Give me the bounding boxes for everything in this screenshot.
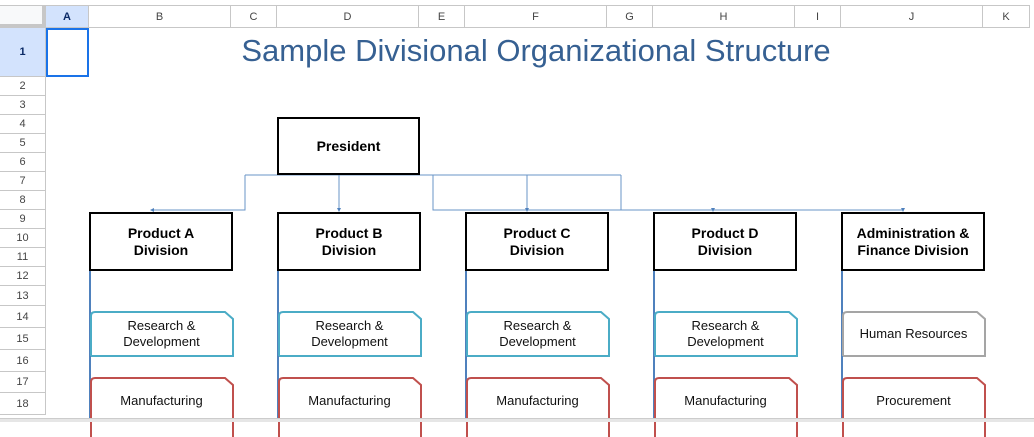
column-header-D[interactable]: D [277,5,419,28]
unit-box[interactable]: Manufacturing [278,377,422,437]
division-label: Product A [127,224,195,241]
column-header-J[interactable]: J [841,5,983,28]
row-header-11[interactable]: 11 [0,248,46,267]
column-header-G[interactable]: G [607,5,653,28]
unit-label: Research & [691,317,760,333]
column-header-B[interactable]: B [89,5,231,28]
division-label: Division [509,241,565,258]
unit-label: Development [311,333,388,349]
unit-box[interactable]: Research &Development [278,311,422,357]
selected-cell-A1[interactable] [46,28,89,77]
chart-title: Sample Divisional Organizational Structu… [241,33,831,68]
division-label: Administration & [856,224,970,241]
unit-box[interactable]: Research &Development [654,311,798,357]
row-header-7[interactable]: 7 [0,172,46,191]
row-header-18[interactable]: 18 [0,393,46,415]
row-header-17[interactable]: 17 [0,372,46,393]
unit-box-outline [654,311,798,357]
unit-label: Development [123,333,200,349]
unit-label: Human Resources [859,325,968,341]
unit-label: Manufacturing [308,393,391,408]
row-header-16[interactable]: 16 [0,350,46,372]
row-header-2[interactable]: 2 [0,77,46,96]
row-header-14[interactable]: 14 [0,306,46,328]
division-label: Division [133,241,189,258]
president-box[interactable]: President [277,117,420,175]
unit-label: Manufacturing [496,393,579,408]
row-header-1[interactable]: 1 [0,28,46,77]
division-label: Finance Division [857,241,969,258]
select-all-corner[interactable] [0,5,46,28]
division-label: Division [697,241,753,258]
column-header-I[interactable]: I [795,5,841,28]
division-box[interactable]: Administration &Finance Division [841,212,985,271]
horizontal-scrollbar[interactable] [0,418,1034,422]
row-header-15[interactable]: 15 [0,328,46,350]
unit-box[interactable]: Manufacturing [466,377,610,437]
unit-label: Manufacturing [120,393,203,408]
unit-box[interactable]: Research &Development [466,311,610,357]
unit-label: Development [687,333,764,349]
row-header-4[interactable]: 4 [0,115,46,134]
unit-label: Research & [503,317,572,333]
division-label: Product C [503,224,571,241]
unit-label: Procurement [876,393,951,408]
column-header-A[interactable]: A [46,5,89,28]
connector-lines [150,174,905,212]
row-header-13[interactable]: 13 [0,286,46,306]
unit-label: Research & [127,317,196,333]
unit-box-outline [90,311,234,357]
row-header-12[interactable]: 12 [0,267,46,286]
unit-label: Research & [315,317,384,333]
row-header-8[interactable]: 8 [0,191,46,210]
division-label: Division [321,241,377,258]
row-header-10[interactable]: 10 [0,229,46,248]
unit-box-outline [278,311,422,357]
unit-box-outline [466,311,610,357]
row-header-6[interactable]: 6 [0,153,46,172]
row-header-9[interactable]: 9 [0,210,46,229]
unit-box[interactable]: Research &Development [90,311,234,357]
column-header-H[interactable]: H [653,5,795,28]
unit-label: Manufacturing [684,393,767,408]
division-label: Product D [691,224,759,241]
unit-box[interactable]: Manufacturing [654,377,798,437]
unit-label: Development [499,333,576,349]
unit-box[interactable]: Human Resources [842,311,986,357]
row-header-3[interactable]: 3 [0,96,46,115]
unit-box-outline [842,311,986,357]
unit-box[interactable]: Procurement [842,377,986,437]
row-header-5[interactable]: 5 [0,134,46,153]
column-header-C[interactable]: C [231,5,277,28]
column-header-K[interactable]: K [983,5,1030,28]
column-header-F[interactable]: F [465,5,607,28]
division-label: Product B [315,224,383,241]
unit-box[interactable]: Manufacturing [90,377,234,437]
column-header-E[interactable]: E [419,5,465,28]
